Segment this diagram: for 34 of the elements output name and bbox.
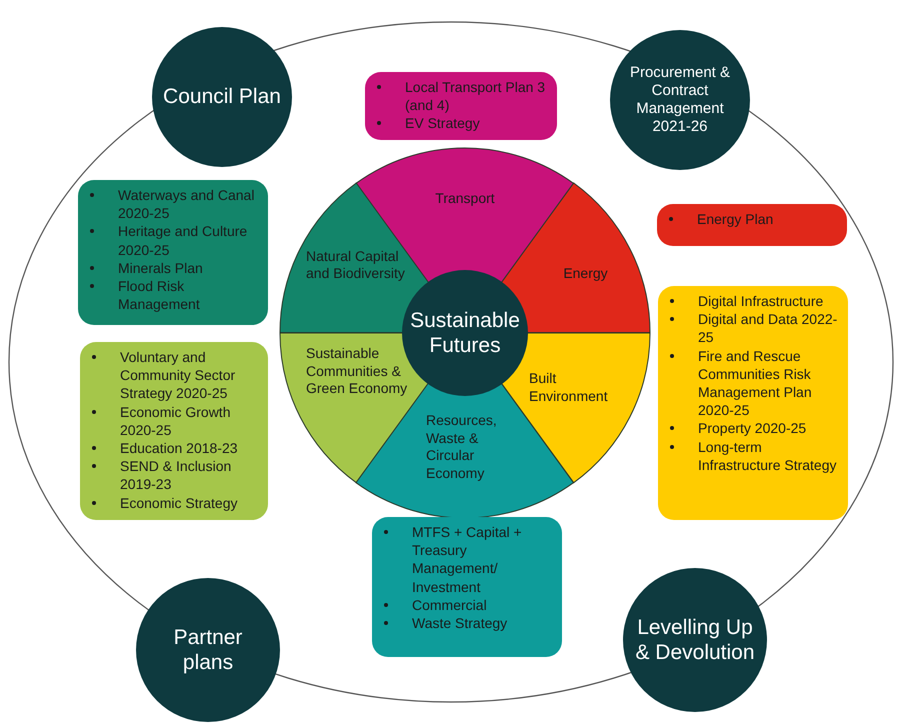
list-item-text: Flood Risk Management [118, 276, 201, 314]
list-item-text: MTFS + Capital + Treasury Management/ Investment [412, 523, 523, 596]
plan-list-card [658, 286, 848, 520]
plan-circle: Partner plans [136, 578, 280, 722]
list-item-text: Heritage and Culture 2020-25 [118, 222, 248, 259]
list-item-text: Digital Infrastructure [698, 292, 824, 310]
plan-list-card [80, 342, 268, 520]
list-item-text: Energy Plan [697, 210, 774, 228]
plan-list-card [372, 517, 562, 657]
list-item-text: SEND & Inclusion 2019-23 [120, 457, 232, 494]
list-item-text: Fire and Rescue Communities Risk Management Plan 2020-25 [698, 346, 813, 420]
plan-circle: Levelling Up & Devolution [623, 568, 767, 712]
list-item-text: Local Transport Plan 3 (and 4) [405, 78, 546, 114]
segment-label: Built Environment [529, 370, 609, 405]
list-item-text: Voluntary and Community Sector Strategy 2020-25 [120, 348, 236, 403]
list-item-text: Minerals Plan [118, 258, 204, 277]
plan-list-card [78, 180, 268, 325]
plan-list-card [365, 72, 557, 140]
plan-circle: Procurement & Contract Management 2021-26 [610, 30, 750, 170]
list-item-text: Commercial [412, 596, 488, 614]
plan-list-card [657, 204, 847, 246]
segment-label: Transport [434, 190, 496, 208]
list-item-text: Education 2018-23 [120, 438, 239, 458]
list-item-text: Property 2020-25 [698, 419, 808, 438]
segment-label: Energy [562, 264, 609, 282]
list-item-text: Economic Growth 2020-25 [120, 402, 232, 439]
list-item-text: Economic Strategy [120, 494, 238, 512]
list-item-text: Waterways and Canal 2020-25 [118, 186, 256, 222]
plan-circle: Council Plan [152, 27, 292, 167]
list-item-text: Digital and Data 2022-25 [698, 310, 838, 347]
list-item-text: Waste Strategy [412, 614, 508, 632]
list-item-text: EV Strategy [405, 114, 481, 133]
list-item-text: Long-term Infrastructure Strategy [698, 438, 838, 474]
segment-label: Resources, Waste & Circular Economy [426, 412, 498, 482]
